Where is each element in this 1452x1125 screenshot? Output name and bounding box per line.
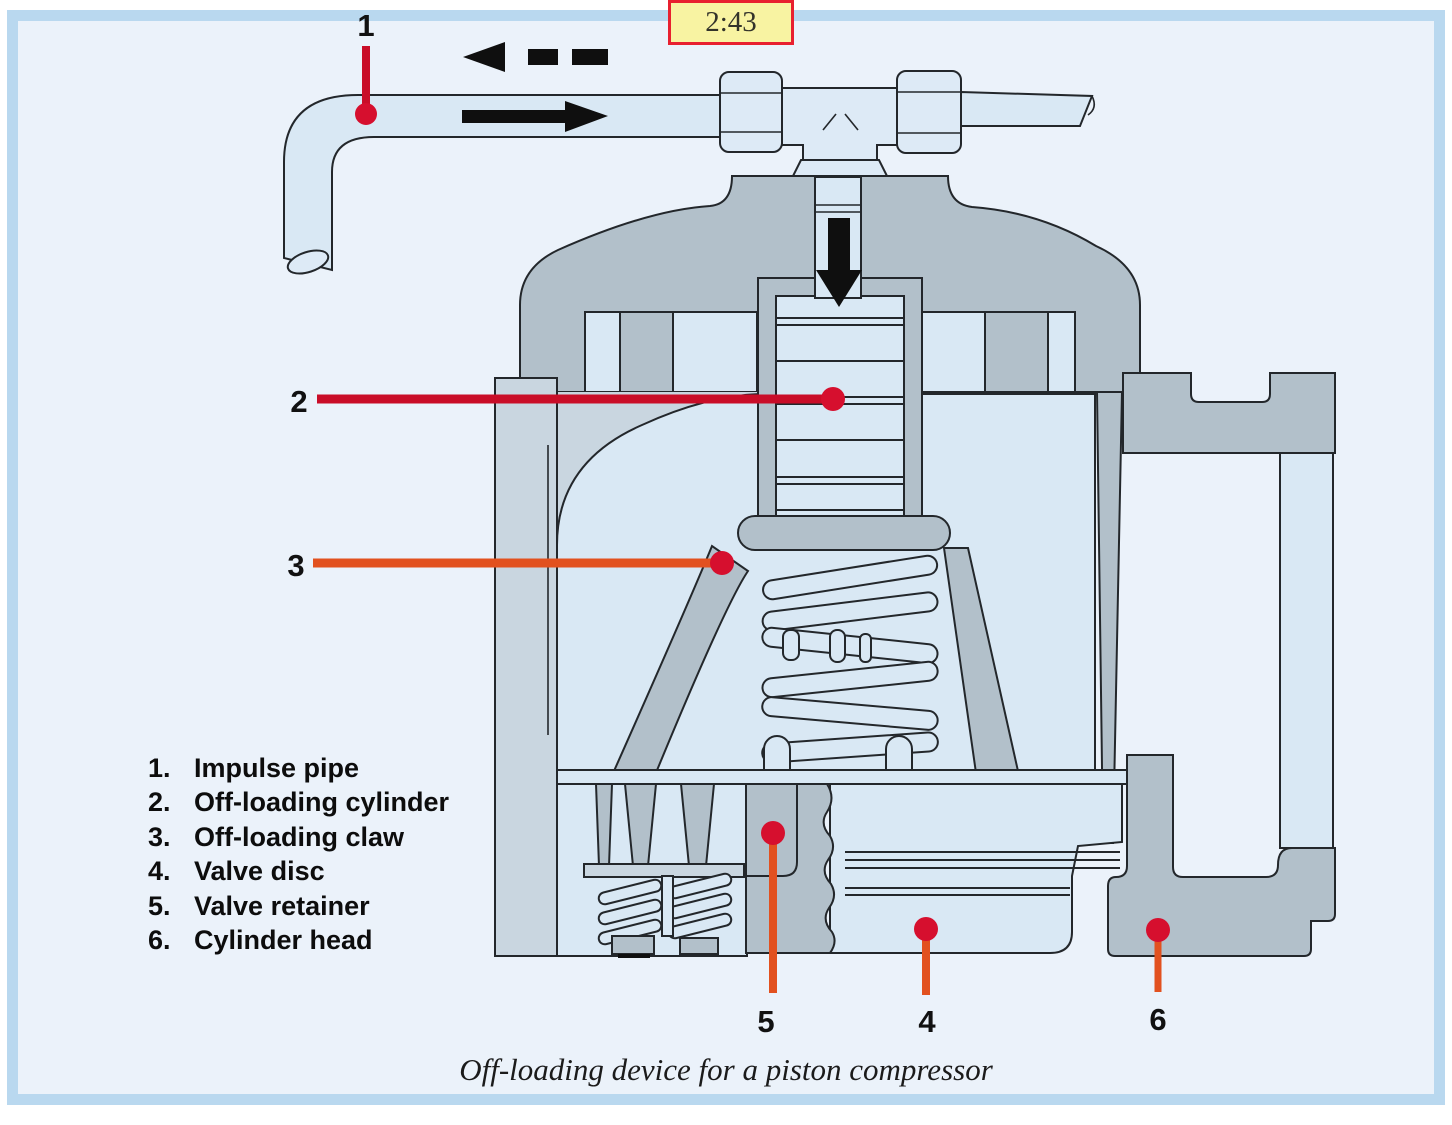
legend-number: 2. xyxy=(148,787,171,818)
disc-lamination-lines xyxy=(845,851,1120,896)
claw-finger xyxy=(594,783,614,867)
legend-item-valve-disc: 4. Valve disc xyxy=(148,855,449,890)
callout-number-1: 1 xyxy=(357,8,374,43)
legend-item-off-loading-cylinder: 2. Off-loading cylinder xyxy=(148,786,449,821)
legend-number: 4. xyxy=(148,856,171,887)
callout-number-5: 5 xyxy=(757,1004,774,1039)
callout-number-4: 4 xyxy=(918,1004,936,1039)
legend-label: Cylinder head xyxy=(194,925,373,956)
retainer-springs xyxy=(597,872,733,946)
disc-guard-block xyxy=(745,783,836,954)
parts-legend: 1. Impulse pipe 2. Off-loading cylinder … xyxy=(148,751,449,958)
legend-label: Impulse pipe xyxy=(194,752,360,783)
legend-number: 1. xyxy=(148,752,171,783)
slide-number: 2:43 xyxy=(705,6,757,38)
legend-number: 6. xyxy=(148,925,171,956)
retainer-foot xyxy=(679,937,719,955)
callout-number-6: 6 xyxy=(1149,1002,1166,1037)
impulse-pipe xyxy=(283,94,723,275)
callout-number-3: 3 xyxy=(287,548,304,583)
callout-1: 1 xyxy=(355,8,377,125)
slide-number-badge: 2:43 xyxy=(668,0,794,45)
head-base-block xyxy=(1107,754,1336,957)
t-fitting-right-nut xyxy=(896,70,962,154)
arrow-right-icon xyxy=(462,101,608,132)
head-top-block xyxy=(1122,372,1336,454)
arrow-down-icon xyxy=(816,218,862,307)
callout-3: 3 xyxy=(287,548,734,583)
retainer-post-outline xyxy=(746,784,798,877)
legend-label: Off-loading cylinder xyxy=(194,787,450,818)
t-fitting-skirt xyxy=(791,159,889,177)
left-wall xyxy=(494,377,558,957)
legend-label: Valve retainer xyxy=(194,890,370,921)
t-fitting xyxy=(719,70,1096,177)
off-loading-claw xyxy=(608,515,1022,783)
figure-caption: Off-loading device for a piston compress… xyxy=(459,1052,993,1087)
legend-item-valve-retainer: 5. Valve retainer xyxy=(148,889,449,924)
legend-label: Off-loading claw xyxy=(194,821,405,852)
callout-6: 6 xyxy=(1146,918,1170,1037)
legend-label: Valve disc xyxy=(194,856,325,887)
cylinder-bore xyxy=(775,295,905,523)
step-block-right xyxy=(984,311,1049,393)
legend-number: 3. xyxy=(148,821,171,852)
valve-retainer xyxy=(556,783,748,958)
callout-2: 2 xyxy=(290,384,845,419)
callout-number-2: 2 xyxy=(290,384,307,419)
flow-arrows xyxy=(462,42,862,307)
pipe-right-stub xyxy=(960,90,1094,127)
t-fitting-left-nut xyxy=(719,71,783,153)
cylinder-head xyxy=(1095,372,1336,957)
arrow-left-dashed-icon xyxy=(463,42,608,72)
claw-top-bar xyxy=(737,515,951,551)
retainer-foot xyxy=(611,935,655,955)
callout-4: 4 xyxy=(914,917,938,1039)
valve-seat-plate xyxy=(556,769,1128,785)
legend-item-cylinder-head: 6. Cylinder head xyxy=(148,924,449,959)
step-block-left xyxy=(619,311,674,393)
legend-item-off-loading-claw: 3. Off-loading claw xyxy=(148,820,449,855)
legend-number: 5. xyxy=(148,890,171,921)
callout-5: 5 xyxy=(757,821,785,1039)
pipe-open-end xyxy=(286,249,330,275)
gas-channel xyxy=(1279,452,1334,849)
legend-item-impulse-pipe: 1. Impulse pipe xyxy=(148,751,449,786)
